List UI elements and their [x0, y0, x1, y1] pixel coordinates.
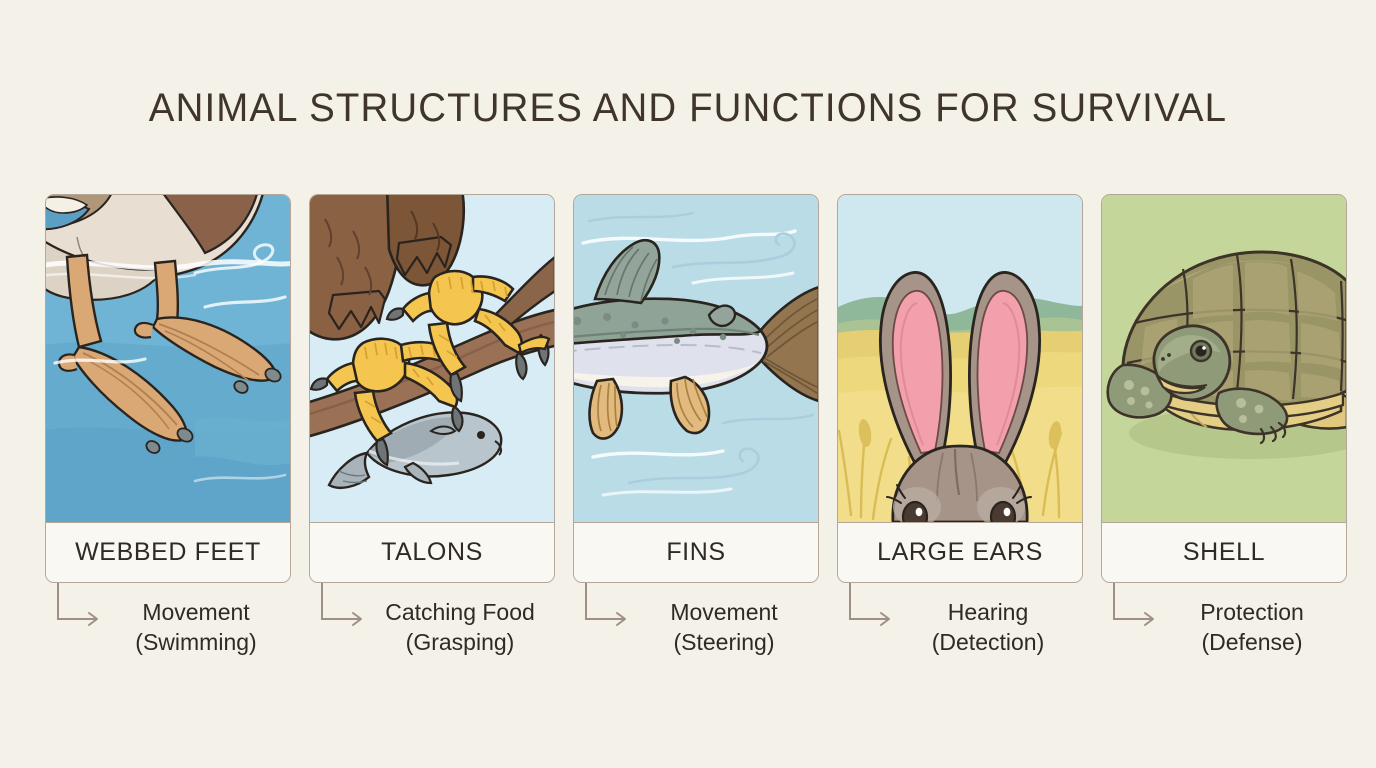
card-column-large-ears: LARGE EARS Hearing (Detection) [837, 194, 1083, 693]
illustration-rabbit-ears [838, 195, 1082, 523]
card-column-fins: FINS Movement (Steering) [573, 194, 819, 693]
card-label-talons: TALONS [310, 523, 554, 582]
function-block-shell: Protection (Defense) [1101, 583, 1347, 693]
card-label-fins: FINS [574, 523, 818, 582]
connector-arrow-icon [57, 583, 98, 626]
illustration-eagle-talons [310, 195, 554, 523]
connector-arrow-icon [585, 583, 626, 626]
function-block-talons: Catching Food (Grasping) [309, 583, 555, 693]
function-text-large-ears: Hearing (Detection) [893, 597, 1083, 657]
illustration-trout-fins [574, 195, 818, 523]
card-label-large-ears: LARGE EARS [838, 523, 1082, 582]
function-line-1: Hearing [947, 599, 1029, 625]
function-line-1: Catching Food [385, 599, 535, 625]
function-line-1: Movement [142, 599, 250, 625]
card-large-ears[interactable]: LARGE EARS [837, 194, 1083, 583]
illustration-duck-webbed-feet [46, 195, 290, 523]
function-line-2: (Swimming) [135, 629, 257, 655]
function-line-1: Protection [1200, 599, 1304, 625]
card-label-webbed-feet: WEBBED FEET [46, 523, 290, 582]
function-line-2: (Detection) [931, 629, 1045, 655]
function-block-fins: Movement (Steering) [573, 583, 819, 693]
connector-arrow-icon [321, 583, 362, 626]
function-block-large-ears: Hearing (Detection) [837, 583, 1083, 693]
card-column-webbed-feet: WEBBED FEET Movement (Swimming) [45, 194, 291, 693]
card-column-shell: SHELL Protection (Defense) [1101, 194, 1347, 693]
card-row: WEBBED FEET Movement (Swimming) [45, 194, 1347, 693]
connector-arrow-icon [1113, 583, 1154, 626]
function-text-talons: Catching Food (Grasping) [365, 597, 555, 657]
card-talons[interactable]: TALONS [309, 194, 555, 583]
page-title: ANIMAL STRUCTURES AND FUNCTIONS FOR SURV… [148, 86, 1228, 130]
function-text-shell: Protection (Defense) [1157, 597, 1347, 657]
function-line-2: (Grasping) [405, 629, 515, 655]
card-webbed-feet[interactable]: WEBBED FEET [45, 194, 291, 583]
card-column-talons: TALONS Catching Food (Grasping) [309, 194, 555, 693]
connector-arrow-icon [849, 583, 890, 626]
function-line-2: (Defense) [1201, 629, 1303, 655]
illustration-tortoise-shell [1102, 195, 1346, 523]
function-line-2: (Steering) [673, 629, 775, 655]
function-block-webbed-feet: Movement (Swimming) [45, 583, 291, 693]
card-fins[interactable]: FINS [573, 194, 819, 583]
function-text-webbed-feet: Movement (Swimming) [101, 597, 291, 657]
function-line-1: Movement [670, 599, 778, 625]
card-label-shell: SHELL [1102, 523, 1346, 582]
function-text-fins: Movement (Steering) [629, 597, 819, 657]
card-shell[interactable]: SHELL [1101, 194, 1347, 583]
